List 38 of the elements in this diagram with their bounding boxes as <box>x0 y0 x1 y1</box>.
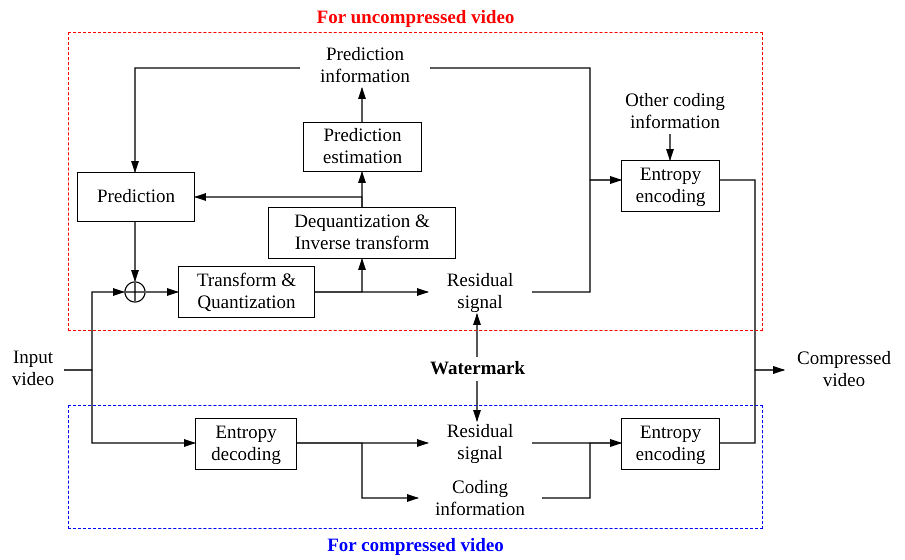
box-label: Transform & Quantization <box>196 270 298 314</box>
process-box <box>621 160 720 212</box>
region-heading: For compressed video <box>326 535 505 557</box>
arrow <box>720 366 785 444</box>
process-box <box>178 266 315 318</box>
process-box <box>195 418 297 470</box>
process-box <box>303 122 422 172</box>
process-box <box>268 207 456 259</box>
arrow <box>473 313 481 357</box>
box-label: Entropy encoding <box>634 422 706 466</box>
signal-label: Compressed video <box>796 348 892 392</box>
arrow <box>297 442 419 502</box>
arrow <box>473 381 481 422</box>
signal-label: Input video <box>10 347 56 391</box>
signal-label: Coding information <box>434 477 526 521</box>
box-label: Prediction estimation <box>322 125 404 169</box>
arrow <box>146 288 179 296</box>
signal-label: Prediction information <box>319 44 411 88</box>
arrow <box>430 67 622 184</box>
arrow <box>358 87 366 122</box>
arrow <box>666 134 674 161</box>
arrow <box>315 258 366 293</box>
arrow <box>194 193 363 207</box>
arrow <box>131 222 139 282</box>
process-box <box>621 418 720 470</box>
box-label: Prediction <box>96 186 176 208</box>
box-label: Dequantization & Inverse transform <box>293 211 431 255</box>
region-heading: For uncompressed video <box>316 7 516 29</box>
process-box <box>77 172 195 222</box>
arrow <box>131 67 300 173</box>
box-label: Entropy decoding <box>210 422 282 466</box>
signal-label: Residual signal <box>446 421 514 465</box>
signal-label: Other coding information <box>624 90 726 134</box>
arrow <box>64 369 196 447</box>
arrow <box>542 439 622 499</box>
box-label: Entropy encoding <box>634 164 706 208</box>
input-label: Watermark <box>430 358 525 380</box>
signal-label: Residual signal <box>446 270 514 314</box>
